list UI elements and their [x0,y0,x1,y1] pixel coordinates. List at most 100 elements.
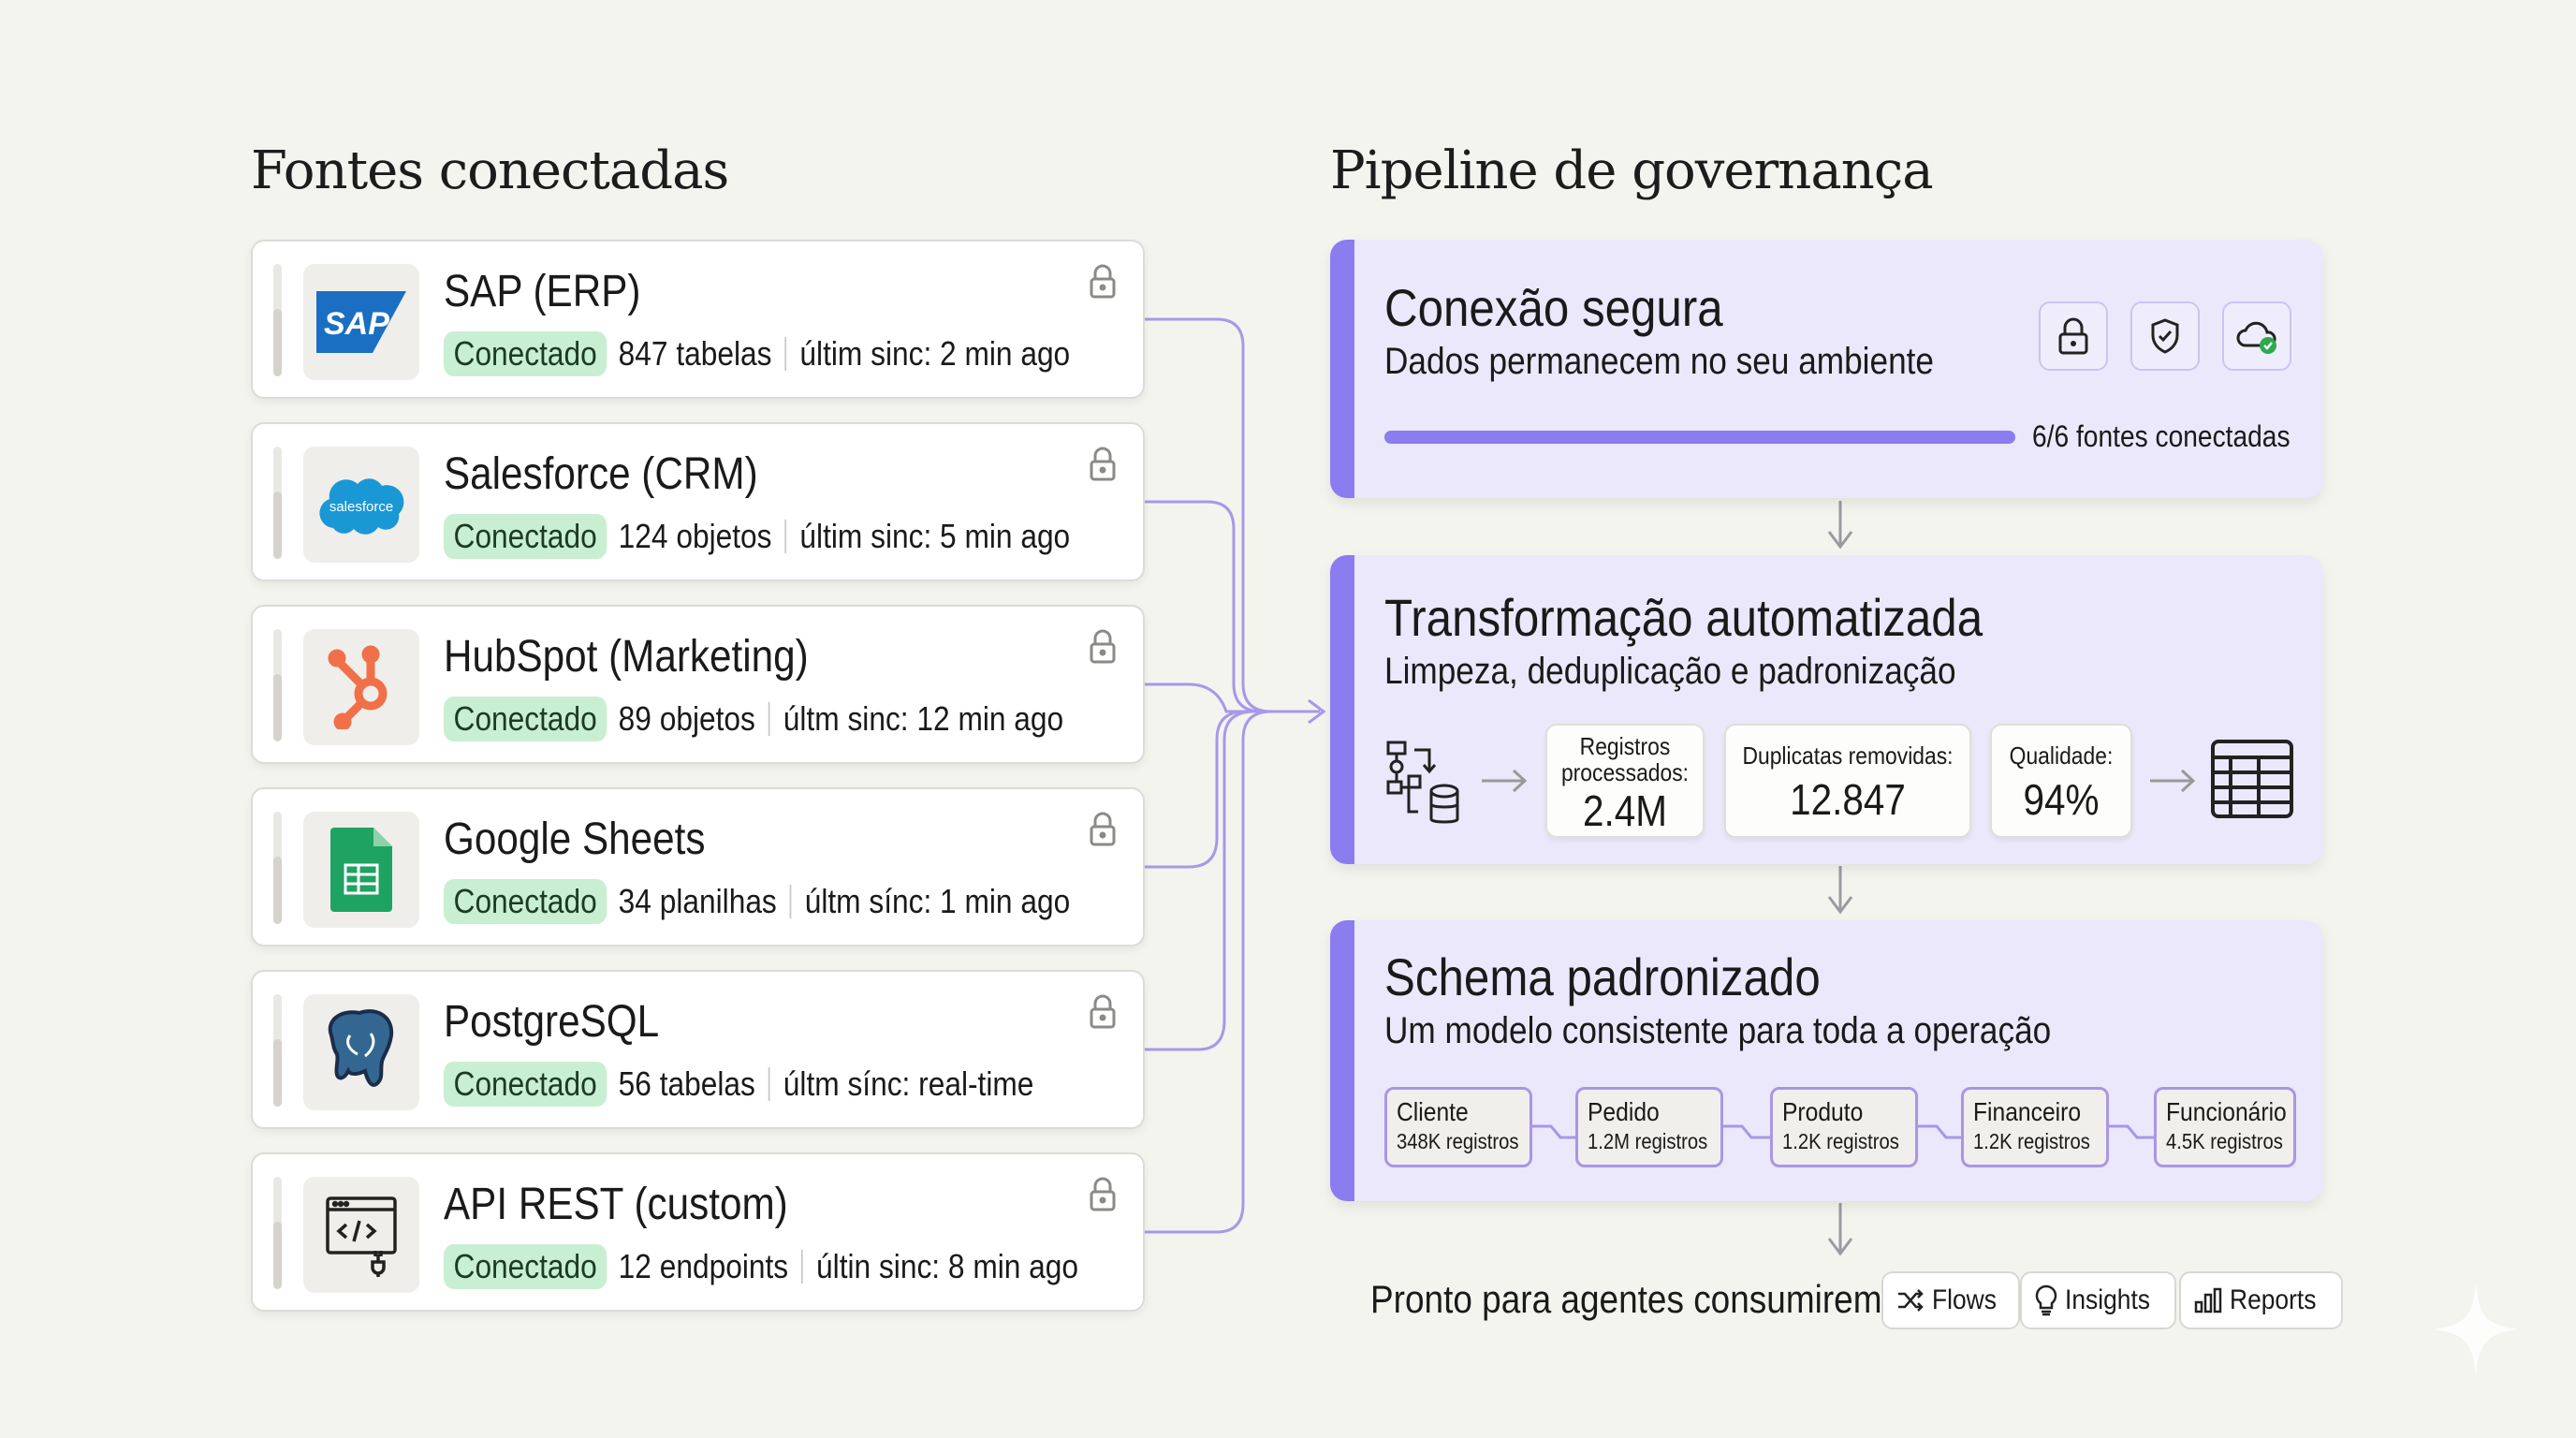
source-card[interactable]: SAP SAP (ERP) Conectado 847 tabelas últim … [251,240,1145,399]
divider [789,885,792,918]
divider [768,1067,770,1101]
progress-label: 6/6 fontes conectadas [2032,419,2291,453]
chip-label: Insights [2065,1284,2150,1315]
last-sync: últm sinc: 12 min ago [783,699,1064,738]
source-name: SAP (ERP) [444,267,641,316]
cloud-check-icon [2222,301,2291,371]
status-bar [273,994,282,1107]
entity-count: 348K registros [1397,1129,1519,1153]
source-count: 89 objetos [618,699,755,738]
schema-entity[interactable]: Produto 1.2K registros [1770,1087,1918,1167]
status-bar [273,447,282,559]
entity-name: Cliente [1397,1097,1469,1126]
entity-name: Financeiro [1973,1097,2082,1126]
stat-label: Qualidade: [2009,741,2114,770]
bar-chart-icon [2194,1287,2222,1313]
lock-icon [2039,301,2108,371]
source-card[interactable]: API REST (custom) Conectado 12 endpoints ú… [251,1152,1145,1312]
source-name: API REST (custom) [444,1180,788,1229]
sparkle-icon [2434,1283,2518,1376]
data-flow-icon [1386,741,1459,824]
reports-button[interactable]: Reports [2179,1271,2344,1329]
status-bar [273,1177,282,1289]
stage-subtitle: Limpeza, deduplicação e padronização [1384,651,1956,692]
last-sync: últim sinc: 2 min ago [799,334,1071,373]
schema-entity[interactable]: Pedido 1.2M registros [1575,1087,1723,1167]
stage-title: Schema padronizado [1384,947,1821,1006]
stat-duplicates-removed: Duplicatas removidas: 12.847 [1724,724,1971,838]
shield-check-icon [2130,301,2200,371]
chip-label: Reports [2230,1284,2317,1315]
entity-name: Funcionário [2166,1097,2287,1126]
svg-text:SAP: SAP [324,306,389,342]
source-count: 34 planilhas [618,882,777,920]
source-card[interactable]: salesforce Salesforce (CRM) Conectado 124… [251,422,1145,581]
status-badge: Conectado [444,1062,607,1107]
stat-value: 2.4M [1582,786,1667,835]
source-card[interactable]: HubSpot (Marketing) Conectado 89 objetos ú… [251,605,1145,764]
hubspot-logo [303,629,419,745]
source-count: 124 objetos [618,517,772,555]
lock-icon [1089,447,1117,487]
status-badge: Conectado [444,1244,607,1289]
source-name: Salesforce (CRM) [444,449,758,499]
stage-subtitle: Dados permanecem no seu ambiente [1384,341,1935,382]
source-name: PostgreSQL [444,997,660,1047]
lock-icon [1089,264,1117,304]
lock-icon [1089,812,1117,852]
stat-quality: Qualidade: 94% [1990,724,2132,838]
arrow-right-icon [2150,769,2196,793]
source-count: 56 tabelas [618,1064,755,1103]
lock-icon [1089,1177,1117,1217]
source-count: 12 endpoints [618,1247,789,1285]
divider [801,1250,803,1284]
entity-count: 4.5K registros [2166,1129,2283,1153]
source-card[interactable]: PostgreSQL Conectado 56 tabelas últm sínc:… [251,970,1145,1129]
last-sync: últm sínc: real-time [783,1064,1034,1103]
source-card[interactable]: Google Sheets Conectado 34 planilhas últm … [251,787,1145,946]
lock-icon [1089,629,1117,669]
flows-button[interactable]: Flows [1881,1271,2021,1329]
stat-value: 12.847 [1790,775,1906,824]
shuffle-icon [1898,1289,1924,1312]
last-sync: últin sinc: 8 min ago [816,1247,1079,1285]
progress-bar [1384,431,2015,444]
stat-value: 94% [2023,775,2100,824]
svg-text:salesforce: salesforce [329,499,393,515]
stat-records-processed: Registros processados:2.4M [1545,724,1705,838]
status-badge: Conectado [444,879,607,924]
ready-label: Pronto para agentes consumirem [1370,1277,1882,1321]
entity-count: 1.2M registros [1588,1129,1708,1153]
stat-label: Duplicatas removidas: [1742,741,1954,770]
divider [768,702,770,736]
schema-entity[interactable]: Financeiro 1.2K registros [1961,1087,2109,1167]
status-badge: Conectado [444,514,607,559]
stage-secure-connection: Conexão segura Dados permanecem no seu a… [1330,240,2323,498]
entity-count: 1.2K registros [1973,1129,2090,1153]
last-sync: últm sínc: 1 min ago [804,882,1071,920]
pipeline-title: Pipeline de governança [1330,140,1934,201]
source-name: Google Sheets [444,814,706,864]
insights-button[interactable]: Insights [2020,1271,2177,1329]
lightbulb-icon [2035,1284,2057,1316]
arrow-right-icon [1482,769,1528,793]
schema-entity[interactable]: Cliente 348K registros [1384,1087,1532,1167]
entity-count: 1.2K registros [1782,1129,1899,1153]
source-count: 847 tabelas [618,334,772,373]
chip-label: Flows [1932,1284,1997,1315]
status-bar [273,629,282,741]
source-name: HubSpot (Marketing) [444,632,809,682]
schema-entity[interactable]: Funcionário 4.5K registros [2154,1087,2296,1167]
entity-name: Produto [1782,1097,1864,1126]
entity-links [1532,1124,2156,1139]
entity-name: Pedido [1588,1097,1660,1126]
stat-label: Registros processados: [1560,732,1690,786]
divider [784,337,787,371]
lock-icon [1089,994,1117,1034]
status-badge: Conectado [444,697,607,741]
divider [784,520,787,553]
status-badge: Conectado [444,331,607,376]
last-sync: últim sinc: 5 min ago [799,517,1071,555]
status-bar [273,264,282,376]
